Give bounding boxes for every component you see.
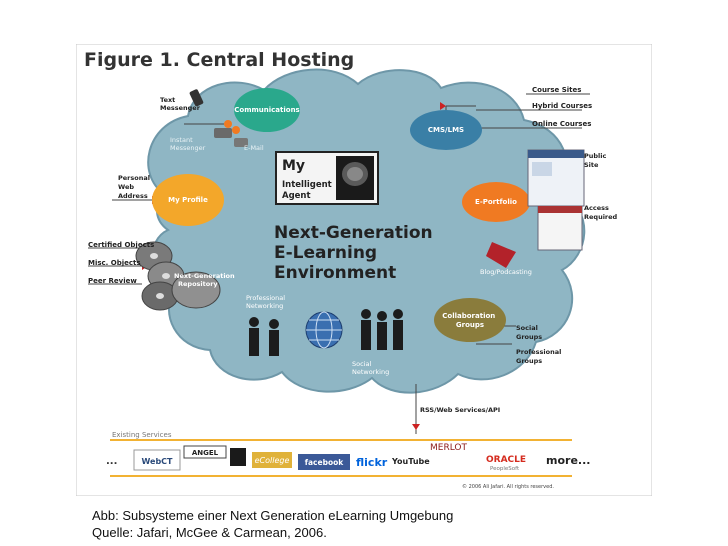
intelligent-agent-label: My Intelligent Agent — [282, 155, 337, 201]
communications-node — [234, 88, 300, 132]
professional-groups-label: Professional Groups — [516, 348, 564, 365]
services-ellipsis: ... — [106, 456, 117, 467]
messenger-devices — [189, 89, 248, 147]
course-sites-label: Course Sites — [532, 86, 581, 94]
text-messenger-label: Text Messenger — [160, 96, 201, 112]
central-hosting-figure: Figure 1. Central Hosting Communications — [76, 44, 652, 496]
e-mail-label: E-Mail — [244, 144, 264, 152]
ecollege-logo: eCollege — [255, 456, 290, 465]
website-screenshots — [527, 149, 585, 251]
caption-line-1: Abb: Subsysteme einer Next Generation eL… — [92, 508, 454, 523]
blog-podcasting-label: Blog/Podcasting — [480, 268, 532, 276]
my-profile-node — [152, 174, 224, 226]
oracle-logo: ORACLE — [486, 455, 526, 465]
instant-messenger-label: Instant Messenger — [170, 136, 206, 152]
online-courses-label: Online Courses — [532, 120, 591, 128]
flickr-logo: flickr — [356, 456, 388, 469]
blackboard-logo — [230, 448, 246, 466]
collaboration-groups-label: Collaboration Groups — [442, 312, 497, 329]
hybrid-courses-label: Hybrid Courses — [532, 102, 592, 110]
copyright-label: © 2006 Ali Jafari. All rights reserved. — [462, 483, 554, 490]
facebook-logo: facebook — [305, 458, 345, 467]
cms-lms-node — [410, 110, 482, 150]
figure-title: Figure 1. Central Hosting — [84, 49, 354, 71]
social-networking-label: Social Networking — [352, 360, 389, 376]
certified-objects-label: Certified Objects — [88, 241, 154, 249]
merlot-logo: MERLOT — [430, 443, 467, 453]
professional-networking-label: Professional Networking — [246, 294, 287, 310]
cms-lms-label: CMS/LMS — [428, 126, 464, 134]
caption-line-2: Quelle: Jafari, McGee & Carmean, 2006. — [92, 525, 327, 540]
e-portfolio-label: E-Portfolio — [475, 198, 517, 206]
webct-logo: WebCT — [141, 457, 173, 466]
blog-podcast-icon — [486, 242, 516, 268]
repository-disks — [135, 241, 221, 311]
oracle-peoplesoft-label: PeopleSoft — [490, 466, 520, 472]
central-heading: Next-Generation E-Learning Environment — [274, 223, 438, 283]
social-groups-label: Social Groups — [516, 324, 542, 341]
communications-label: Communications — [234, 106, 299, 114]
globe-icon — [305, 311, 343, 349]
public-site-label: Public Site — [584, 152, 609, 169]
youtube-logo: YouTube — [391, 457, 430, 466]
access-required-label: Access Required — [584, 204, 618, 221]
e-portfolio-node — [462, 182, 530, 222]
misc-objects-label: Misc. Objects — [88, 259, 141, 267]
angel-logo: ANGEL — [192, 449, 219, 457]
more-services-label: more... — [546, 454, 590, 467]
existing-services-title: Existing Services — [112, 431, 172, 439]
service-logos: WebCT ANGEL eCollege facebook flickr You… — [133, 443, 590, 472]
next-gen-repository-label: Next-Generation Repository — [174, 272, 237, 288]
personal-web-address-label: Personal Web Address — [118, 174, 152, 200]
my-profile-label: My Profile — [168, 196, 208, 204]
head-silhouette-icon — [336, 156, 374, 200]
peer-review-label: Peer Review — [88, 277, 137, 285]
rss-web-services-label: RSS/Web Services/API — [420, 406, 500, 414]
collaboration-groups-node — [434, 298, 506, 342]
people-silhouettes — [249, 309, 403, 356]
